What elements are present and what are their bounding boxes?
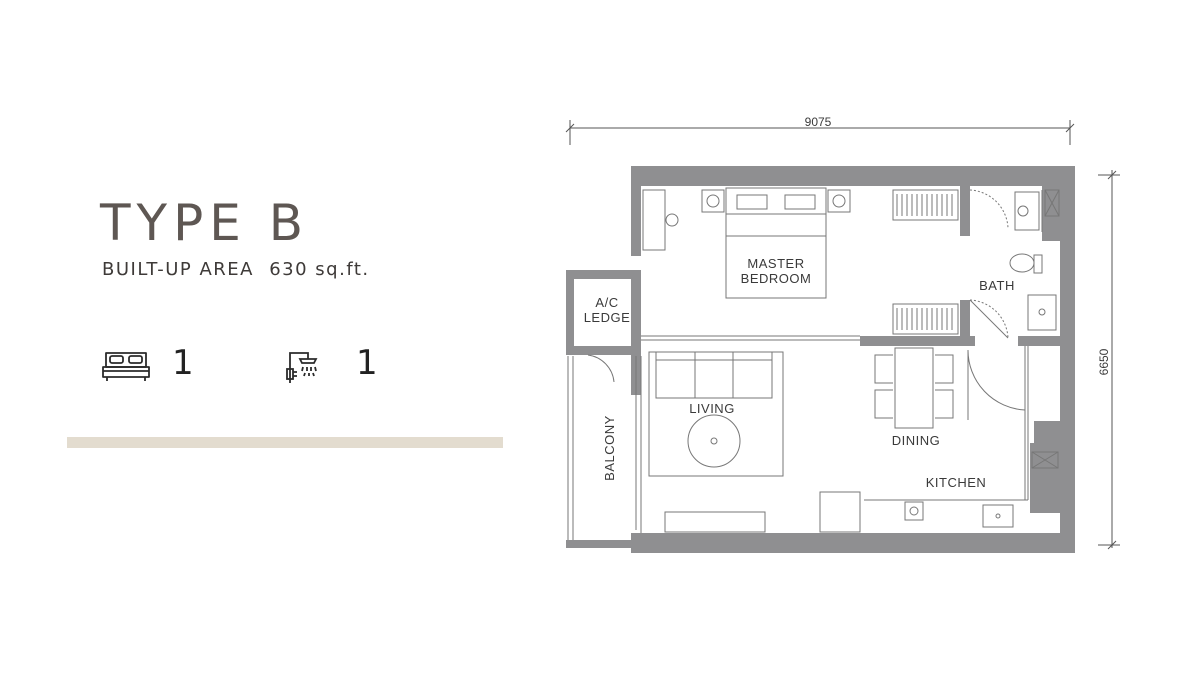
area-label: BUILT-UP AREA — [102, 259, 254, 280]
bed-furniture — [642, 187, 851, 299]
floor-plan: 9075 6650 — [565, 115, 1120, 553]
bed-icon — [102, 352, 150, 381]
living-label: LIVING — [689, 401, 735, 416]
bathroom-count: 1 — [356, 343, 378, 383]
master-bedroom-label-line1: MASTER — [747, 256, 804, 271]
width-dimension — [565, 120, 1075, 145]
balcony-label: BALCONY — [602, 415, 617, 481]
master-bedroom-label-line2: BEDROOM — [741, 271, 812, 286]
unit-type-title: TYPE B — [100, 194, 310, 252]
kitchen-label: KITCHEN — [926, 475, 987, 490]
walls — [566, 166, 1075, 553]
ac-ledge-label-line1: A/C — [595, 295, 618, 310]
wardrobe — [892, 189, 959, 335]
living-furniture — [587, 351, 784, 533]
bath-label: BATH — [979, 278, 1015, 293]
area-value: 630 sq.ft. — [269, 259, 370, 280]
dining-furniture — [874, 347, 1026, 429]
width-dimension-label: 9075 — [805, 115, 832, 129]
ac-ledge-label-line2: LEDGE — [584, 310, 631, 325]
kitchen-fixtures — [819, 451, 1059, 533]
bathroom-count-spec: 1 — [282, 338, 378, 388]
bedroom-count: 1 — [172, 343, 194, 383]
built-up-area: BUILT-UP AREA 630 sq.ft. — [102, 259, 370, 280]
height-dimension-label: 6650 — [1097, 348, 1111, 375]
bedroom-count-spec: 1 — [98, 338, 194, 388]
height-dimension — [1098, 170, 1120, 550]
section-divider — [67, 437, 503, 448]
dining-label: DINING — [892, 433, 941, 448]
bath-fixtures — [969, 189, 1060, 339]
shower-icon — [286, 352, 318, 383]
